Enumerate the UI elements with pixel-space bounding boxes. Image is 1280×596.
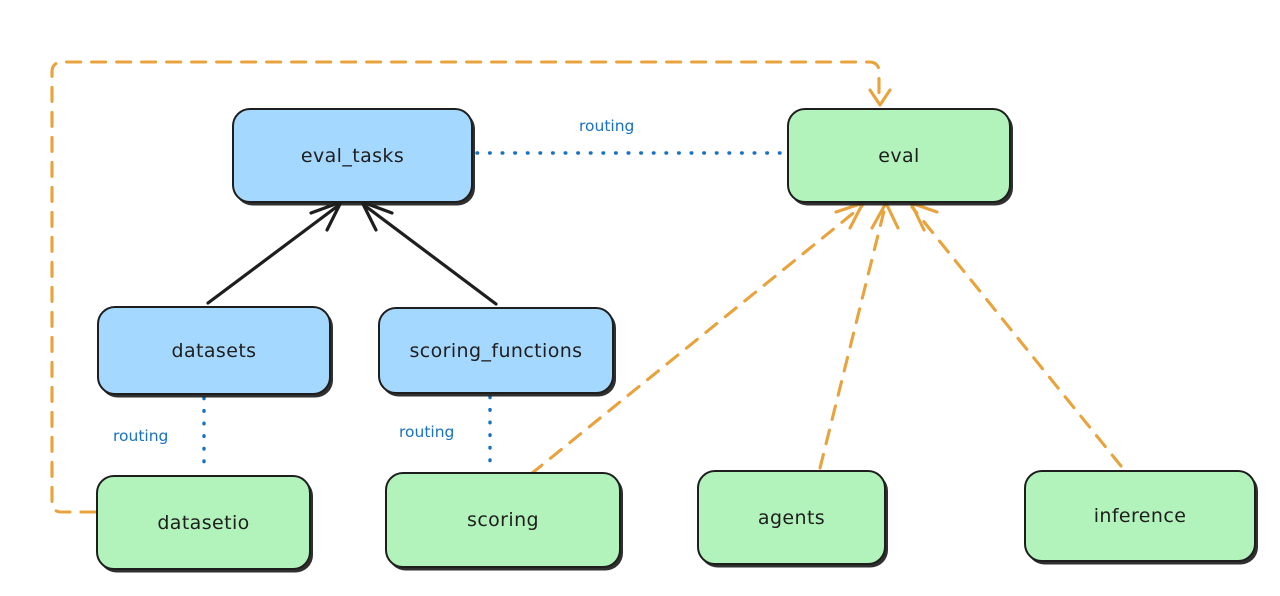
node-inference[interactable]: inference [1024, 470, 1256, 562]
node-label-agents: agents [757, 506, 826, 529]
node-label-eval-tasks: eval_tasks [300, 144, 405, 167]
node-label-datasets: datasets [171, 339, 257, 362]
node-scoring[interactable]: scoring [385, 472, 621, 568]
node-scoring-functions[interactable]: scoring_functions [378, 307, 614, 394]
node-eval[interactable]: eval [787, 108, 1011, 203]
edge-label-routing-eval-tasks: routing [579, 117, 635, 135]
edge-scoring-functions-to-eval-tasks [360, 200, 498, 306]
node-agents[interactable]: agents [697, 470, 886, 565]
node-datasets[interactable]: datasets [97, 306, 331, 395]
edge-label-routing-scoring-functions: routing [399, 423, 455, 441]
node-label-inference: inference [1093, 505, 1187, 527]
edge-inference-to-eval [909, 201, 1123, 468]
edge-agents-to-eval [818, 201, 900, 470]
node-label-datasetio: datasetio [157, 511, 250, 534]
node-label-scoring-functions: scoring_functions [409, 339, 583, 362]
node-label-eval: eval [878, 144, 920, 167]
node-label-scoring: scoring [467, 509, 539, 531]
node-datasetio[interactable]: datasetio [96, 475, 311, 570]
node-eval-tasks[interactable]: eval_tasks [232, 108, 473, 203]
edge-datasets-to-eval-tasks [206, 200, 343, 305]
edge-label-routing-datasets: routing [113, 427, 169, 445]
